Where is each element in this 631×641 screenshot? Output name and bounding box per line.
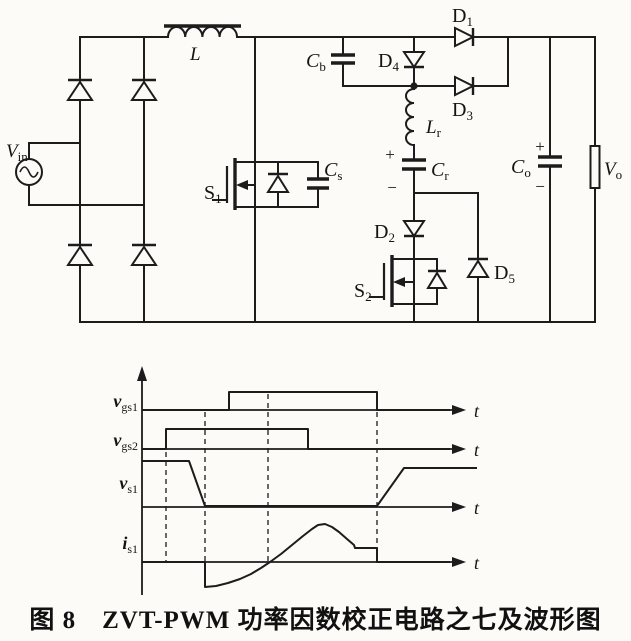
figure-title: ZVT-PWM 功率因数校正电路之七及波形图 xyxy=(102,607,602,634)
is1-trace xyxy=(142,523,450,588)
cr-minus-sign: − xyxy=(387,178,397,197)
s1-leads xyxy=(212,161,256,208)
cb-lower-wire xyxy=(342,36,509,87)
d5-label: D5 xyxy=(494,262,515,286)
co-label: Co xyxy=(511,156,531,180)
s2-leads xyxy=(369,258,438,323)
s2-label: S2 xyxy=(354,280,372,304)
d3-label: D3 xyxy=(452,99,473,123)
s1-arrow-icon xyxy=(236,180,248,190)
is1-label: is1 xyxy=(122,533,138,556)
vin-wires xyxy=(28,142,145,206)
bridge-diode-bottom-left xyxy=(66,243,94,266)
cr-plus-sign: + xyxy=(385,145,395,164)
t-axis-arrow-icon xyxy=(452,444,466,454)
ac-source-vin: Vin xyxy=(6,141,145,206)
t-axis-arrow-icon xyxy=(452,557,466,567)
cr-to-d5-wire xyxy=(413,192,479,323)
inductor-coil xyxy=(166,25,239,39)
waveform-row-vgs2: vgs2 t xyxy=(113,428,480,460)
d4-label: D4 xyxy=(378,50,399,74)
d2-label: D2 xyxy=(374,221,395,245)
vertical-axis-arrow-icon xyxy=(137,366,147,381)
sine-icon xyxy=(19,166,39,178)
cs-label: Cs xyxy=(324,159,342,183)
co-minus-sign: − xyxy=(535,177,545,196)
figure-caption: 图 8 ZVT-PWM 功率因数校正电路之七及波形图 xyxy=(0,600,631,636)
inductor-L: L xyxy=(164,24,241,65)
waveform-row-is1: is1 t xyxy=(122,523,480,588)
cb-label: Cb xyxy=(306,50,326,74)
t-axis-arrow-icon xyxy=(452,502,466,512)
t-label: t xyxy=(474,440,480,460)
inductor-Lr: Lr xyxy=(405,85,442,160)
diode-D1: D1 xyxy=(452,5,476,48)
lr-label: Lr xyxy=(425,117,442,140)
switch-S2: S2 xyxy=(354,255,448,323)
schematic-and-waveforms: L Vin xyxy=(6,5,622,595)
vs1-trace xyxy=(142,460,477,507)
d1-label: D1 xyxy=(452,5,473,29)
vo-label: Vo xyxy=(604,159,622,182)
vgs1-label: vgs1 xyxy=(113,391,138,414)
capacitor-Cs: Cs xyxy=(307,159,342,190)
capacitor-Cb: Cb xyxy=(306,36,355,87)
capacitor-Cr: + − Cr xyxy=(385,145,449,197)
waveform-row-vs1: vs1 t xyxy=(119,460,480,518)
t-label: t xyxy=(474,553,480,573)
s1-body-diode xyxy=(266,172,290,193)
vgs2-trace xyxy=(142,428,450,450)
diode-D4: D4 xyxy=(378,36,426,87)
diode-D3: D3 xyxy=(452,75,476,123)
cr-label: Cr xyxy=(431,159,449,183)
s2-body-diode xyxy=(426,258,448,305)
waveform-diagram: vgs1 t vgs2 t vs1 t is1 t xyxy=(113,366,480,595)
t-label: t xyxy=(474,498,480,518)
waveform-row-vgs1: vgs1 t xyxy=(113,391,480,421)
capacitor-Co: + − Co xyxy=(511,36,562,323)
load-resistor xyxy=(589,145,601,189)
bridge-diode-top-right xyxy=(130,78,158,101)
bridge-rectifier xyxy=(66,36,158,323)
vin-label: Vin xyxy=(6,141,28,164)
diode-D2: D2 xyxy=(374,192,426,260)
bridge-diode-bottom-right xyxy=(130,243,158,266)
lr-coil xyxy=(405,87,416,147)
bridge-diode-top-left xyxy=(66,78,94,101)
figure-number: 图 8 xyxy=(29,607,77,634)
vgs1-trace xyxy=(142,391,450,411)
vs1-label: vs1 xyxy=(119,473,138,496)
co-plus-sign: + xyxy=(535,137,545,156)
load-Vo: Vo xyxy=(589,36,622,323)
circuit-schematic: L Vin xyxy=(6,5,622,323)
vgs2-label: vgs2 xyxy=(113,430,138,453)
s2-arrow-icon xyxy=(393,277,405,287)
t-label: t xyxy=(474,401,480,421)
switch-S1: S1 Cs xyxy=(204,36,342,323)
t-axis-arrow-icon xyxy=(452,405,466,415)
s1-parallel-branch xyxy=(254,161,319,208)
s1-label: S1 xyxy=(204,182,222,206)
diode-D5: D5 xyxy=(466,257,515,286)
inductor-L-label: L xyxy=(189,44,201,65)
